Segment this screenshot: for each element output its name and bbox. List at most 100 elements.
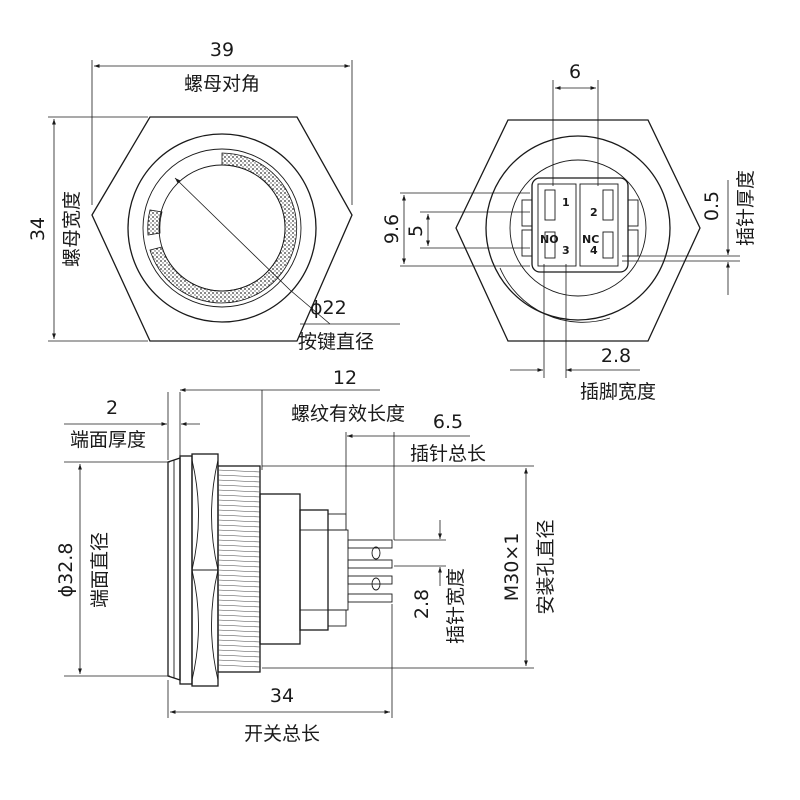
- thread-length-value: 12: [333, 367, 357, 389]
- pin-slot-1: [544, 189, 556, 221]
- thread-line: [217, 664, 261, 668]
- button-diameter-leader: [289, 289, 331, 325]
- thread-line: [217, 524, 261, 528]
- switch-length-label: 开关总长: [244, 723, 320, 745]
- thread-line: [217, 594, 261, 598]
- thread-line: [217, 569, 261, 573]
- thread-line: [217, 619, 261, 623]
- button-diameter-value: ϕ22: [310, 297, 347, 319]
- thread-line: [217, 554, 261, 558]
- thread-line: [217, 654, 261, 658]
- foot-width-label: 插脚宽度: [580, 381, 656, 403]
- front-bezel-circle: [142, 148, 302, 308]
- thread-line: [217, 534, 261, 538]
- side-pin-3: [347, 575, 393, 585]
- pin-thickness-label: 插针厚度: [735, 170, 757, 246]
- thread-line: [217, 579, 261, 583]
- pin-number-4: 4: [590, 244, 598, 257]
- thread-line: [217, 599, 261, 603]
- nut-height-label: 螺母宽度: [61, 191, 83, 267]
- illuminated-ring: [147, 152, 298, 304]
- thread-line: [217, 544, 261, 548]
- side-bezel: [179, 455, 193, 685]
- rear-hex-nut: [455, 119, 701, 342]
- face-thickness-value: 2: [106, 397, 118, 419]
- thread-line: [217, 574, 261, 578]
- thread-line: [217, 584, 261, 588]
- inner-height-value: 5: [405, 225, 427, 237]
- pin-width-value: 2.8: [411, 589, 433, 619]
- thread-line: [217, 484, 261, 488]
- side-body: [259, 493, 301, 645]
- thread-line: [217, 514, 261, 518]
- mount-hole-label: 安装孔直径: [535, 519, 557, 614]
- thread-line: [217, 504, 261, 508]
- thread-line: [217, 604, 261, 608]
- pin-spacing-value: 6: [569, 61, 581, 83]
- thread-line: [217, 494, 261, 498]
- pin-number-1: 1: [562, 196, 570, 209]
- thread-lines: [217, 469, 261, 668]
- side-pin-hole-1: [371, 546, 381, 560]
- pin-slot-2: [602, 189, 614, 221]
- face-thickness-label: 端面厚度: [70, 429, 146, 451]
- face-diameter-label: 端面直径: [89, 532, 111, 608]
- thread-line: [217, 649, 261, 653]
- thread-line: [217, 474, 261, 478]
- lamp-pin-right-2: [627, 229, 639, 257]
- pin-block-right: [579, 183, 619, 267]
- button-diameter-arrow: [174, 177, 291, 291]
- rear-view: 1 2 3 4 NO NC 6 9.6 5 0.5 插针厚度 2.8 插脚宽度: [381, 61, 757, 403]
- thread-line: [217, 489, 261, 493]
- side-pin-block: [299, 529, 349, 611]
- thread-line: [217, 644, 261, 648]
- nut-width-label: 螺母对角: [184, 73, 260, 95]
- thread-line: [217, 589, 261, 593]
- side-tab-top: [327, 513, 347, 531]
- nut-width-value: 39: [210, 39, 234, 61]
- thread-line: [217, 559, 261, 563]
- pin-slot-4: [602, 231, 614, 259]
- switch-length-value: 34: [270, 685, 294, 707]
- thread-line: [217, 639, 261, 643]
- thread-line: [217, 614, 261, 618]
- thread-line: [217, 659, 261, 663]
- thread-line: [217, 549, 261, 553]
- thread-line: [217, 529, 261, 533]
- front-outer-circle: [127, 133, 317, 323]
- pin-width-label: 插针宽度: [445, 568, 467, 644]
- mount-hole-value: M30×1: [501, 533, 523, 602]
- thread-line: [217, 629, 261, 633]
- thread-line: [217, 539, 261, 543]
- pin-block-left: [537, 183, 577, 267]
- pin-number-3: 3: [562, 244, 570, 257]
- button-face-circle: [158, 164, 286, 292]
- thread-line: [217, 634, 261, 638]
- side-pin-hole-2: [371, 577, 381, 591]
- side-pin-2: [347, 559, 393, 569]
- thread-line: [217, 624, 261, 628]
- thread-line: [217, 519, 261, 523]
- thread-line: [217, 499, 261, 503]
- side-pin-1: [347, 539, 393, 549]
- outer-height-value: 9.6: [381, 214, 403, 244]
- thread-line: [217, 479, 261, 483]
- pin-label-no: NO: [540, 233, 559, 246]
- thread-length-label: 螺纹有效长度: [291, 403, 405, 425]
- lamp-pin-right: [627, 199, 639, 227]
- thread-line: [217, 469, 261, 473]
- rear-body-circle: [509, 159, 647, 297]
- face-diameter-value: ϕ32.8: [55, 543, 77, 598]
- pin-label-nc: NC: [582, 233, 599, 246]
- pin-thickness-value: 0.5: [701, 191, 723, 221]
- thread-line: [217, 609, 261, 613]
- side-tab-bottom: [327, 609, 347, 627]
- lamp-pin-left: [521, 199, 533, 227]
- rear-arc: [499, 267, 611, 323]
- foot-width-value: 2.8: [601, 345, 631, 367]
- rear-outer-circle: [485, 135, 671, 321]
- side-view: 2 端面厚度 12 螺纹有效长度 6.5 插针总长 ϕ32.8 端面直径 2.8…: [55, 367, 557, 745]
- nut-height-value: 34: [27, 217, 49, 241]
